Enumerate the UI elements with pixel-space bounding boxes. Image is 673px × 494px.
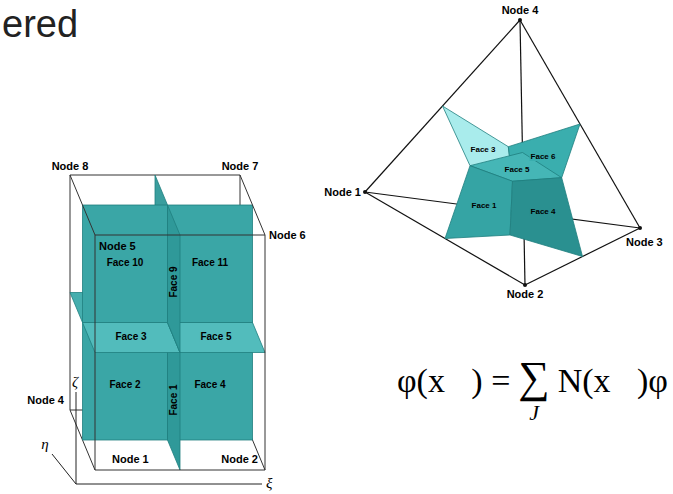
face-label: Face 3	[114, 332, 147, 342]
node-label: Node 2	[507, 289, 544, 300]
face-label: Face 4	[193, 380, 226, 390]
hex-edge	[95, 470, 265, 471]
formula: φ(x⃗) =	[397, 364, 510, 398]
formula-row: φ(x⃗) =∑ N(x⃗)φ	[397, 356, 668, 400]
face-5	[168, 323, 266, 353]
tet-face-1	[445, 166, 513, 239]
node-label: Node 4	[27, 395, 64, 406]
node-label: Node 1	[324, 187, 361, 198]
tet-faces	[443, 106, 583, 257]
node-label: Node 6	[269, 230, 306, 241]
face-label: Face 3	[470, 146, 497, 154]
face-label: Face 5	[199, 332, 232, 342]
hex-edge	[95, 235, 265, 236]
vertex-dot	[523, 283, 527, 287]
face-label: Face 11	[191, 258, 229, 268]
axis-label: η	[41, 437, 48, 452]
face-label: Face 4	[530, 208, 557, 216]
node-label: Node 5	[99, 241, 136, 252]
face-label: Face 2	[108, 380, 141, 390]
face-label: Face 6	[530, 153, 557, 161]
hex-back-edges	[70, 175, 265, 470]
zeta-axis	[76, 392, 77, 484]
vertex-dot	[638, 226, 642, 230]
hex-front-edges	[70, 175, 265, 470]
tet-vertices	[363, 18, 642, 287]
axis-label: ζ	[72, 375, 78, 390]
formula-index: J	[529, 402, 539, 424]
axis-label: ξ	[266, 476, 272, 491]
axes	[52, 392, 262, 484]
hex-edge	[265, 235, 266, 470]
node-label: Node 1	[112, 454, 149, 465]
slide-title: ered	[2, 4, 78, 46]
face-label: Face 9	[169, 265, 179, 298]
hex-edge	[70, 175, 95, 235]
formula: N(x⃗)φ	[558, 364, 668, 398]
hex-faces	[70, 175, 265, 470]
face-label: Face 10	[106, 258, 145, 268]
node-label: Node 2	[221, 454, 258, 465]
node-label: Node 3	[626, 237, 663, 248]
vertex-dot	[518, 18, 522, 22]
node-label: Node 7	[222, 161, 259, 172]
eta-axis	[52, 454, 76, 484]
face-label: Face 5	[504, 166, 531, 174]
vertex-dot	[363, 190, 367, 194]
formula-sum: ∑	[518, 356, 549, 400]
hex-edge	[240, 175, 265, 235]
hex-edge	[95, 235, 96, 470]
tet-face-4	[510, 178, 583, 257]
node-label: Node 8	[52, 161, 89, 172]
face-3	[83, 323, 181, 353]
xi-axis	[76, 484, 262, 485]
node-label: Node 4	[502, 5, 539, 16]
face-9	[168, 205, 181, 353]
face-label: Face 1	[169, 383, 179, 416]
face-label: Face 1	[471, 202, 498, 210]
tet-edges	[365, 20, 640, 285]
